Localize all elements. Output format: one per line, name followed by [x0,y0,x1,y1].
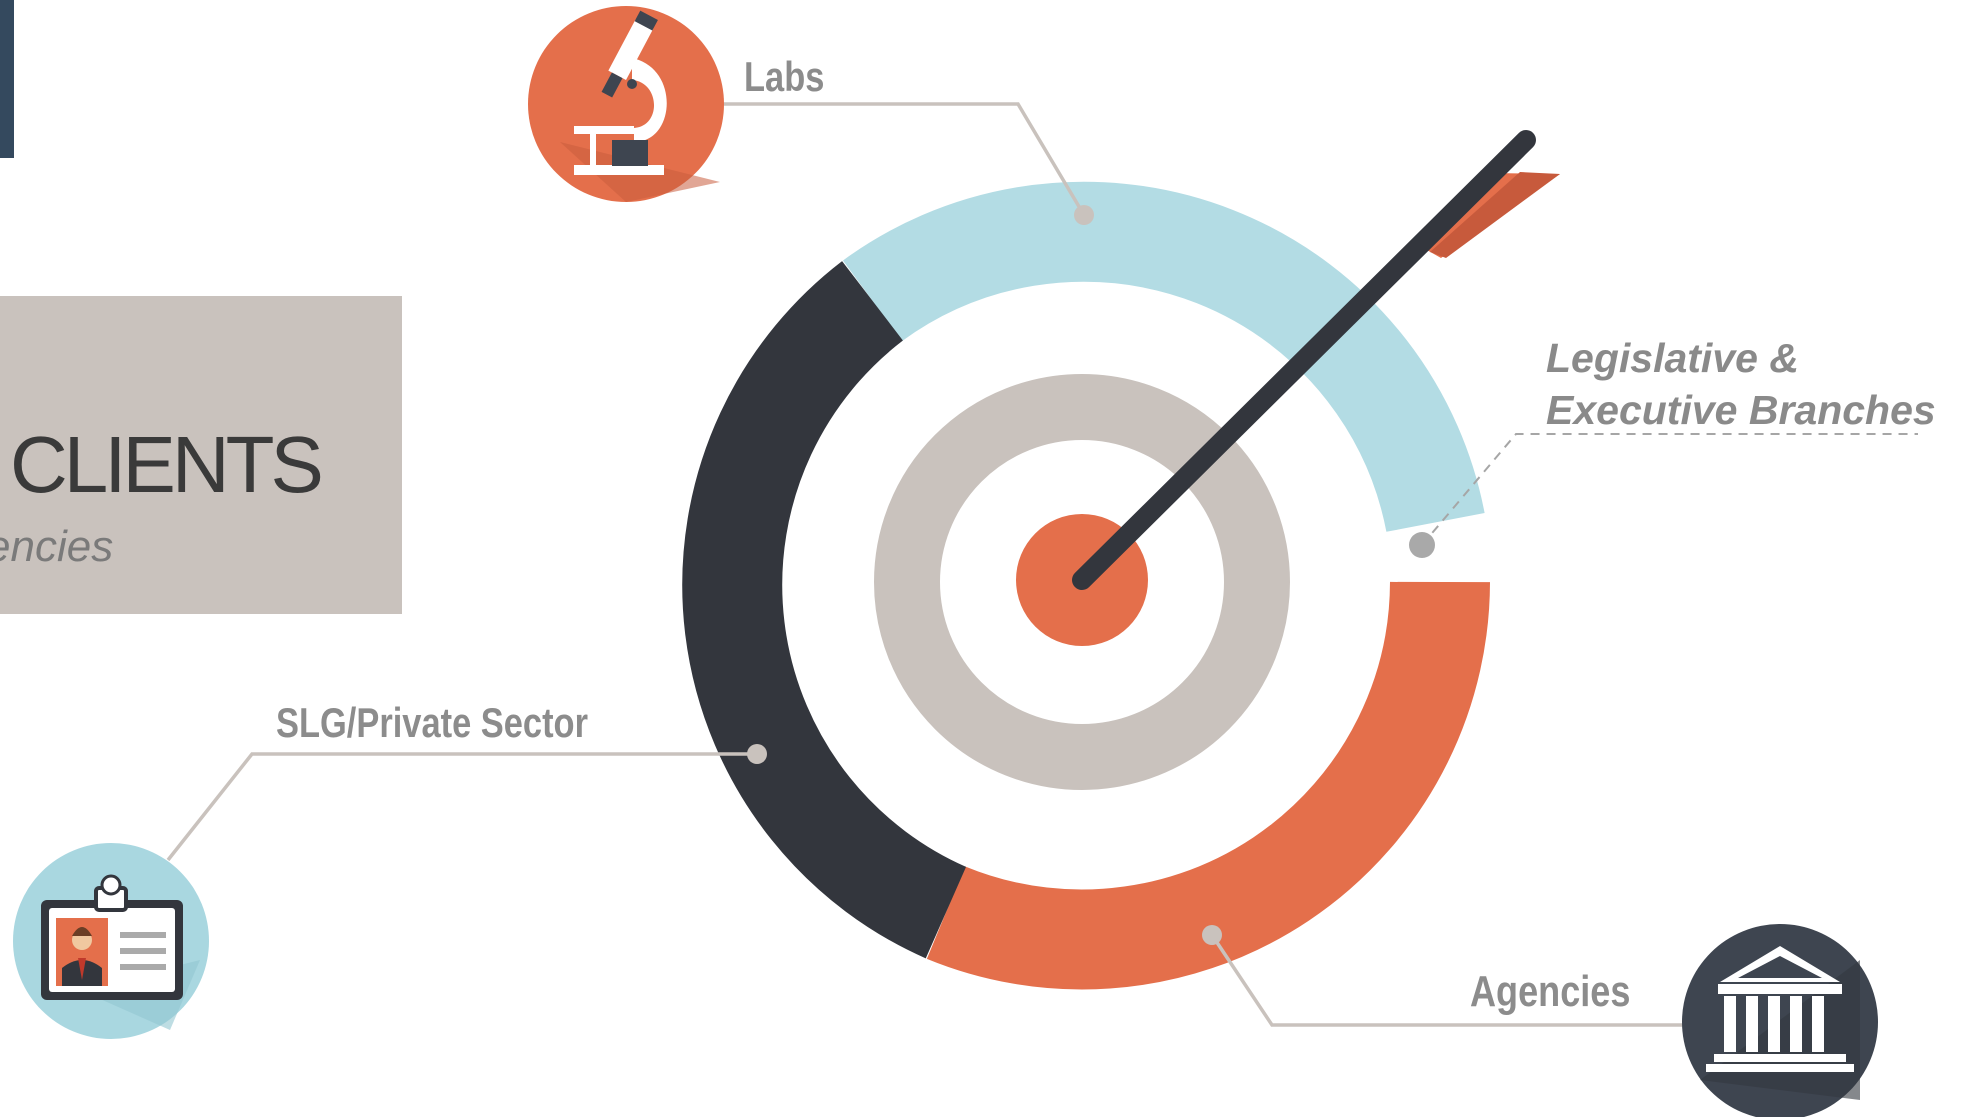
slg-connector-line [166,752,757,862]
agencies-connector-line [1210,934,1684,1027]
agencies-label: Agencies [1470,967,1631,1016]
legislative-label-line2: Executive Branches [1546,387,1936,433]
clients-heading: CLIENTS [10,420,324,509]
labs-connector-dot [1074,205,1094,225]
arrow-fletching-lower [1430,172,1560,258]
legislative-label-line1: Legislative & [1546,335,1799,381]
legislative-connector-dot [1409,532,1435,558]
labs-connector-line [720,102,1086,216]
arrow-shaft [1072,130,1536,590]
slg-connector-dot [747,744,767,764]
arrow [1072,107,1560,590]
accent-bar [0,0,14,158]
ring-segment-agencies [926,581,1490,990]
id-badge-icon [13,843,209,1039]
ring-segment-labs [843,181,1485,533]
legislative-executive-label: Legislative & Executive Branches [1546,332,1936,436]
labs-label: Labs [744,53,825,100]
clients-subheading: encies [0,522,114,571]
legislative-connector-line [1421,433,1918,546]
slg-private-sector-label: SLG/Private Sector [276,699,588,746]
clients-panel [0,296,402,614]
inner-ring [874,374,1290,790]
ring-segment-slg [682,261,967,959]
government-building-icon [1682,924,1878,1117]
agencies-connector-dot [1202,925,1222,945]
microscope-icon [528,6,724,202]
